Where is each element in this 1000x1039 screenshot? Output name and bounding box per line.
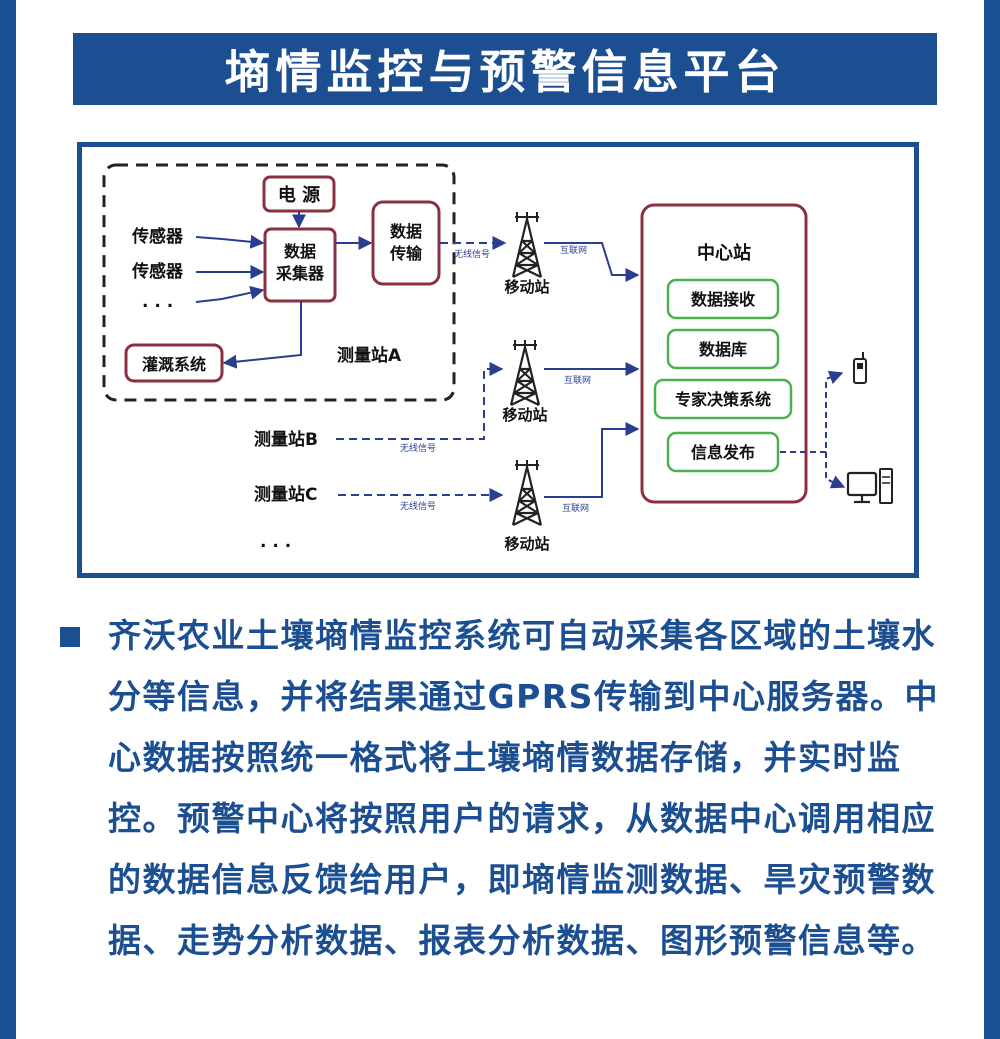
power-label: 电 源 [278,184,320,206]
module-db-box [666,328,780,370]
wireless-label-a: 无线信号 [454,248,490,260]
module-receive-box [666,278,780,320]
module-receive-label: 数据接收 [691,290,755,309]
internet-label-b: 互联网 [564,375,591,386]
wireless-links [336,236,507,502]
station-more-label: . . . [260,532,291,552]
module-expert-label: 专家决策系统 [675,390,771,409]
sensor-label-1: 传感器 [131,226,184,247]
left-border-bar [0,0,16,1039]
tower-b-label: 移动站 [502,406,547,424]
mobile-phone-icon [853,352,867,384]
description-block: 齐沃农业土壤墒情监控系统可自动采集各区域的土壤水分等信息，并将结果通过GPRS传… [60,605,940,971]
station-c-label: 测量站C [254,484,317,505]
transmit-label-1: 数据 [390,222,422,241]
tower-a-icon [511,210,543,279]
internet-label-c: 互联网 [562,503,589,514]
tower-c-label: 移动站 [504,535,549,553]
collector-label-2: 采集器 [275,264,325,283]
internet-links [544,242,640,498]
description-text: 齐沃农业土壤墒情监控系统可自动采集各区域的土壤水分等信息，并将结果通过GPRS传… [108,616,939,960]
module-publish-box [666,431,780,473]
right-border-bar [984,0,1000,1039]
center-station-title: 中心站 [697,242,751,264]
irrigation-label: 灌溉系统 [142,355,206,374]
output-links [780,370,846,489]
module-publish-label: 信息发布 [691,443,755,462]
irrigation-box [124,343,224,383]
diagram-canvas: 电 源 数据 采集器 数据 传输 灌溉系统 传感器 传感器 . . . 测量站A [102,163,893,553]
sensor-label-2: 传感器 [131,261,184,282]
transmit-label-2: 传输 [389,244,423,263]
sensor-label-more: . . . [142,292,173,312]
computer-icon [846,468,893,504]
wireless-label-c: 无线信号 [400,500,436,512]
internet-label-a: 互联网 [560,245,587,256]
page-title: 墒情监控与预警信息平台 [73,33,937,105]
wireless-label-b: 无线信号 [400,442,436,454]
station-a-arrows [195,211,373,369]
tower-a-label: 移动站 [504,278,549,296]
transmit-box [371,200,441,286]
module-expert-box [653,378,793,420]
collector-label-1: 数据 [284,242,316,261]
system-diagram: 电 源 数据 采集器 数据 传输 灌溉系统 传感器 传感器 . . . 测量站A [77,142,919,578]
station-a-label: 测量站A [337,345,402,366]
bullet-square-icon [60,627,80,647]
tower-c-icon [511,458,543,527]
module-db-label: 数据库 [699,340,747,359]
station-b-label: 测量站B [254,429,318,450]
station-a-boundary [102,163,456,402]
tower-b-icon [509,338,541,407]
